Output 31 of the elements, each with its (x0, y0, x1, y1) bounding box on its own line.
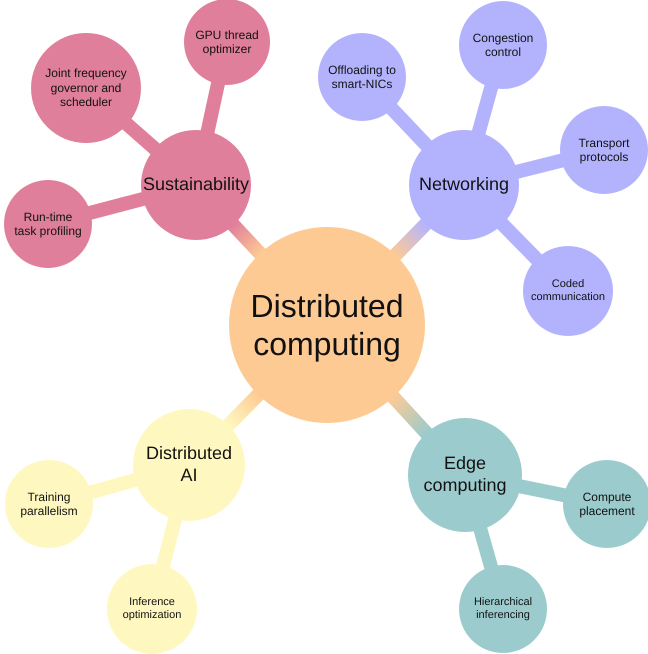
topic-label: Transport protocols (578, 136, 630, 164)
connector-band (386, 103, 432, 151)
topic-label: Coded communication (531, 278, 605, 304)
topic-label: Run-time task profiling (13, 210, 83, 238)
connector-band (518, 479, 566, 502)
connector-band (88, 192, 146, 220)
connector-band (472, 84, 498, 135)
topic-label: Congestion control (472, 30, 534, 60)
connector-band (200, 82, 225, 134)
connector-band (496, 218, 542, 264)
topic-label: Distributed AI (144, 443, 234, 487)
central-topic: Distributed computing (250, 286, 404, 364)
connector-band (514, 154, 564, 179)
connector-band (122, 118, 160, 155)
connector-band (88, 473, 138, 500)
connector-band (228, 220, 266, 259)
topic-label: Networking (418, 174, 510, 196)
topic-label: Compute placement (578, 490, 636, 518)
topic-label: Joint frequency governor and scheduler (44, 66, 128, 110)
connector-band (390, 218, 432, 261)
connector-band (156, 516, 182, 568)
topic-label: Hierarchical inferencing (472, 596, 534, 622)
connector-band (474, 526, 498, 570)
topic-label: GPU thread optimizer (194, 28, 260, 56)
connector-band (222, 389, 264, 431)
topic-label: Training parallelism (19, 490, 79, 518)
connector-band (388, 392, 432, 439)
topic-label: Edge computing (422, 453, 508, 497)
topic-label: Offloading to smart-NICs (327, 62, 397, 92)
topic-label: Sustainability (142, 174, 250, 196)
topic-label: Inference optimization (122, 596, 182, 622)
